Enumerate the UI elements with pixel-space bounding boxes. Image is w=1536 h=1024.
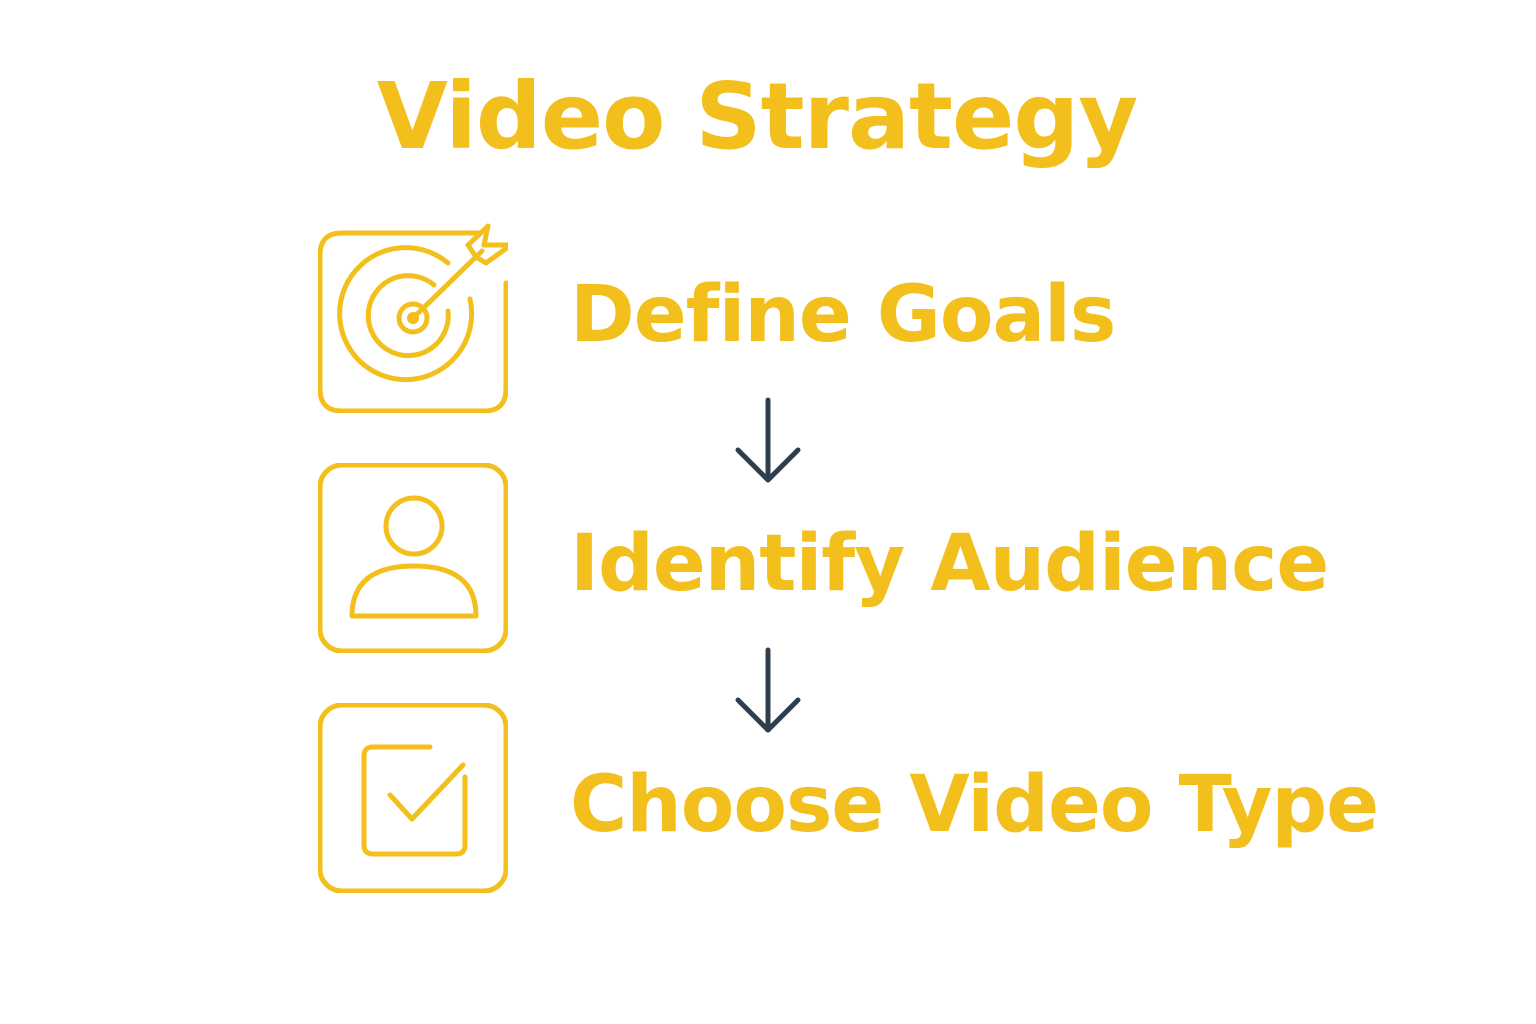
diagram-title: Video Strategy: [376, 63, 1139, 170]
user-icon: [318, 463, 508, 653]
step-label-define-goals: Define Goals: [570, 270, 1116, 360]
step-label-identify-audience: Identify Audience: [570, 519, 1329, 609]
checkbox-check-icon: [318, 703, 508, 893]
target-arrow-icon: [318, 223, 508, 413]
down-arrow-icon: [735, 397, 801, 483]
step-label-choose-video-type: Choose Video Type: [570, 760, 1379, 850]
down-arrow-icon: [735, 647, 801, 733]
